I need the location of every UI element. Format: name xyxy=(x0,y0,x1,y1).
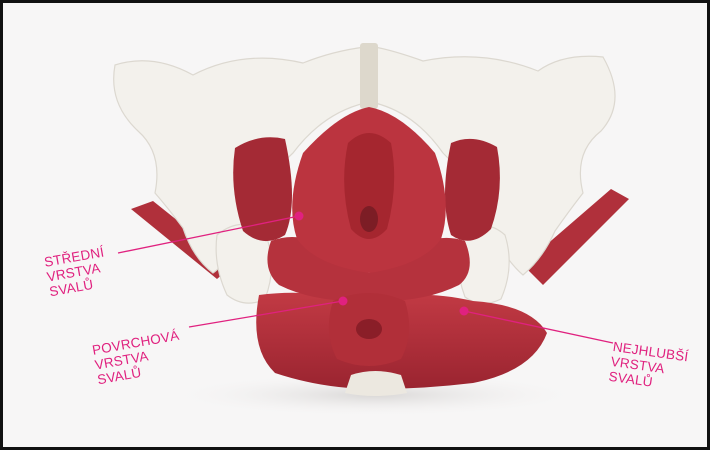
pointer-dot-deepest xyxy=(460,307,469,316)
sacrum xyxy=(360,43,378,109)
pointer-dot-superficial xyxy=(339,297,348,306)
pointer-dot-middle xyxy=(295,212,304,221)
